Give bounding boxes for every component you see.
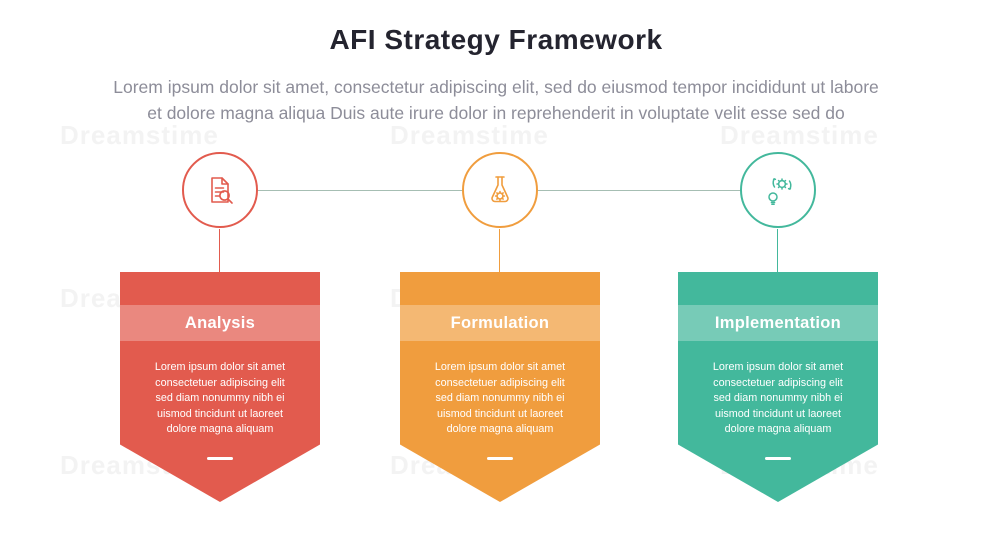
formulation-card-title: Formulation <box>450 313 550 332</box>
implementation-card-title: Implementation <box>714 313 842 332</box>
analysis-card-title: Analysis <box>184 313 256 332</box>
page-subtitle: Lorem ipsum dolor sit amet, consectetur … <box>113 77 879 123</box>
formulation-card-body: Lorem ipsum dolor sit amet consectetuer … <box>434 361 566 435</box>
analysis-icon-circle <box>182 152 258 228</box>
page-title: AFI Strategy Framework <box>329 24 663 55</box>
formulation-icon-circle <box>462 152 538 228</box>
formulation-card: Formulation Lorem ipsum dolor sit amet c… <box>400 272 600 502</box>
implementation-icon-circle <box>740 152 816 228</box>
analysis-card-dash <box>207 457 233 460</box>
implementation-card-header: Implementation <box>678 305 878 341</box>
formulation-card-header: Formulation <box>400 305 600 341</box>
connector-vertical-formulation <box>499 229 500 272</box>
analysis-card-header: Analysis <box>120 305 320 341</box>
implementation-card-dash <box>765 457 791 460</box>
flask-gear-icon <box>491 176 509 203</box>
analysis-card: Analysis Lorem ipsum dolor sit amet cons… <box>120 272 320 502</box>
implementation-card: Implementation Lorem ipsum dolor sit ame… <box>678 272 878 502</box>
document-search-icon <box>211 177 233 204</box>
gear-sync-bulb-icon <box>768 178 792 206</box>
connector-vertical-analysis <box>219 229 220 272</box>
connector-vertical-implementation <box>777 229 778 272</box>
implementation-card-body: Lorem ipsum dolor sit amet consectetuer … <box>712 361 844 435</box>
analysis-card-body: Lorem ipsum dolor sit amet consectetuer … <box>154 361 286 435</box>
formulation-card-dash <box>487 457 513 460</box>
